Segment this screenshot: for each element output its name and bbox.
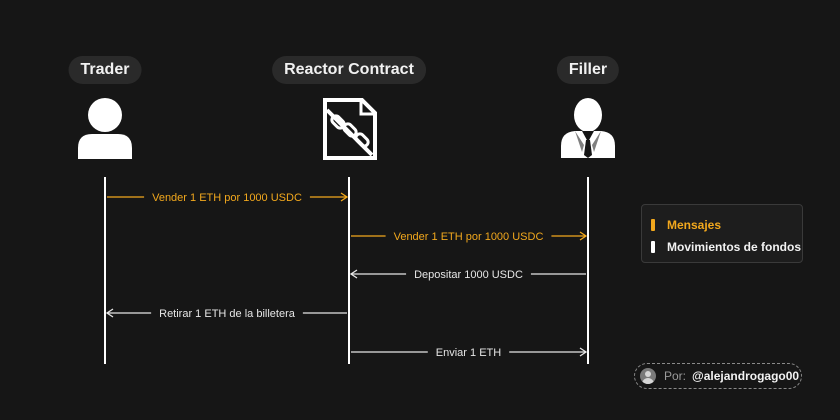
message-2: Vender 1 ETH por 1000 USDC bbox=[351, 231, 588, 243]
actor-label-reactor: Reactor Contract bbox=[272, 56, 426, 84]
message-label-4: Retirar 1 ETH de la billetera bbox=[159, 308, 296, 320]
author-handle: @alejandrogago00 bbox=[692, 369, 800, 383]
message-5: Enviar 1 ETH bbox=[351, 347, 588, 359]
author-prefix: Por: bbox=[664, 369, 687, 383]
contract-document-icon bbox=[323, 98, 377, 160]
businessman-icon bbox=[561, 98, 615, 158]
legend-swatch-funds bbox=[651, 241, 655, 253]
actor-label-trader: Trader bbox=[68, 56, 142, 84]
message-1: Vender 1 ETH por 1000 USDC bbox=[107, 192, 349, 204]
legend-label-funds: Movimientos de fondos bbox=[667, 240, 802, 254]
arrowhead-4 bbox=[105, 308, 114, 318]
legend-swatch-messages bbox=[651, 219, 655, 231]
legend-item-messages: Mensajes bbox=[651, 214, 802, 236]
message-label-3: Depositar 1000 USDC bbox=[414, 269, 523, 281]
legend-label-messages: Mensajes bbox=[667, 218, 722, 232]
arrowhead-5 bbox=[579, 347, 588, 357]
arrowhead-1 bbox=[340, 192, 349, 202]
message-4: Retirar 1 ETH de la billetera bbox=[105, 308, 347, 320]
actor-label-filler: Filler bbox=[556, 56, 620, 84]
arrowhead-2 bbox=[579, 231, 588, 241]
legend-item-funds: Movimientos de fondos bbox=[651, 236, 802, 258]
message-3: Depositar 1000 USDC bbox=[349, 269, 586, 281]
author-badge: Por: @alejandrogago00 bbox=[634, 363, 802, 389]
message-label-2: Vender 1 ETH por 1000 USDC bbox=[394, 231, 544, 243]
user-icon bbox=[78, 98, 132, 159]
message-label-5: Enviar 1 ETH bbox=[436, 347, 501, 359]
legend: Mensajes Movimientos de fondos bbox=[641, 204, 803, 263]
avatar bbox=[640, 368, 656, 384]
message-label-1: Vender 1 ETH por 1000 USDC bbox=[152, 192, 302, 204]
arrowhead-3 bbox=[349, 269, 358, 279]
